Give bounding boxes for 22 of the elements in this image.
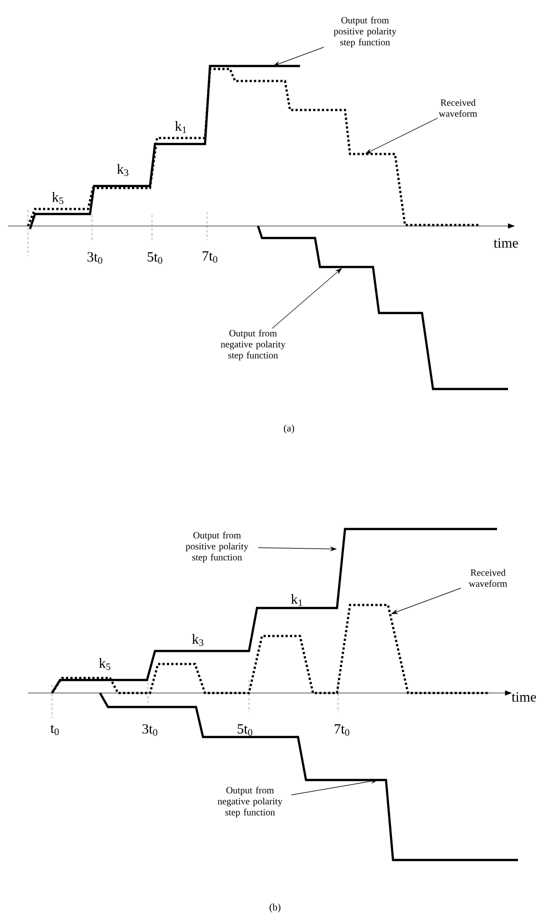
subscript-label: k$_{3}$ [117, 164, 128, 176]
axis-label: time [512, 692, 536, 702]
annotation-text: Output from positive polarity step function [334, 16, 396, 48]
subscript-label: k$_{5}$ [99, 658, 110, 670]
subscript-label: k$_{1}$ [175, 121, 186, 133]
annotation-text: Received waveform [468, 569, 508, 587]
leader-arrow [272, 268, 342, 329]
subscript-label: k$_{3}$ [192, 634, 204, 646]
axis-label: time [494, 238, 518, 248]
dotted-waveform [26, 68, 480, 226]
tick-label: 5t$_{0}$ [148, 252, 162, 264]
tick-label: 7t$_{0}$ [334, 724, 350, 736]
panel-caption: (b) [270, 903, 280, 913]
tick-label: t$_{0}$ [50, 724, 59, 736]
tick-label: 7t$_{0}$ [202, 251, 218, 263]
annotation-text: Output from negative polarity step function [220, 330, 286, 360]
panel-caption: (a) [284, 424, 294, 434]
tick-label: 3t$_{0}$ [88, 252, 102, 264]
subscript-label: k$_{1}$ [291, 594, 302, 606]
tick-label: 3t$_{0}$ [142, 724, 158, 736]
tick-label: 5t$_{0}$ [238, 724, 252, 736]
subscript-label: k$_{5}$ [52, 192, 64, 204]
